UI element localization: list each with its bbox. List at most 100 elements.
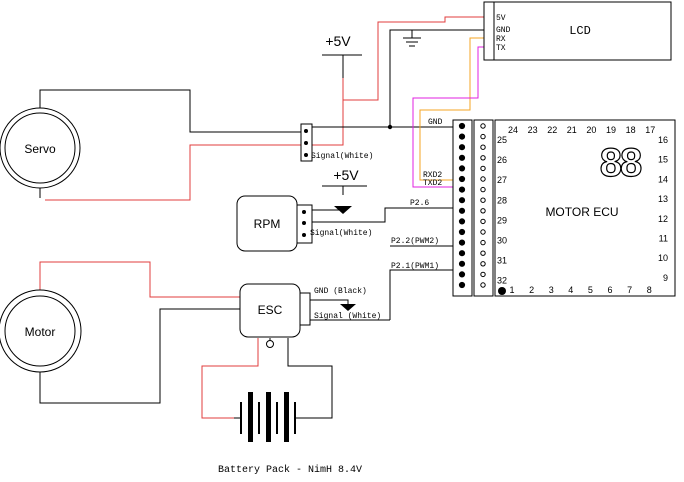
esc-connector xyxy=(299,292,311,326)
servo-power-wire xyxy=(45,144,302,201)
net-p26-label: P2.6 xyxy=(410,199,429,208)
header-pin xyxy=(480,165,486,172)
ecu-left-pin-label: 28 xyxy=(497,195,507,205)
header-pin xyxy=(458,144,466,151)
header-pin xyxy=(480,250,486,256)
battery-cell-long-1 xyxy=(240,402,242,434)
header-pin xyxy=(480,261,486,267)
net-gnd-label: GND xyxy=(428,118,443,127)
ecu-board xyxy=(494,119,676,297)
battery-label: Battery Pack - NimH 8.4V xyxy=(218,464,362,476)
ecu-top-pin-label: 18 xyxy=(626,125,636,135)
servo-connector: Signal(White) xyxy=(300,123,373,162)
ecu-bottom-pin-label: 1 xyxy=(509,285,514,295)
ecu-bottom-pin-label: 5 xyxy=(588,285,593,295)
net-p21-label: P2.1(PWM1) xyxy=(391,262,439,271)
esc: ESC GND (Black) Signal (White) xyxy=(239,283,381,348)
ecu-bottom-pin-label: 4 xyxy=(568,285,573,295)
rpm-ground-icon xyxy=(334,206,352,214)
header-pin xyxy=(480,123,486,129)
ecu-bottom-pin-label: 7 xyxy=(627,285,632,295)
net-rxd2-label: RXD2 xyxy=(423,171,442,180)
header-pin xyxy=(480,176,486,182)
ecu-top-pin-label: 24 xyxy=(508,125,518,135)
plus5v-top-label: +5V xyxy=(325,33,351,49)
header-pin xyxy=(480,218,486,225)
lcd-title: LCD xyxy=(569,24,591,38)
ecu-right-pin-label: 10 xyxy=(658,253,668,263)
ecu-left-pin-label: 25 xyxy=(497,135,507,145)
lcd-pin-header xyxy=(483,1,495,61)
ecu-right-pin-label: 13 xyxy=(658,194,668,204)
ecu-header-pins xyxy=(458,122,486,289)
tx-wire xyxy=(412,46,484,188)
battery-cell-long-2 xyxy=(258,402,260,434)
battery-cell-short-2 xyxy=(266,392,271,442)
header-pin xyxy=(480,144,486,150)
ecu-bottom-pin-label: 6 xyxy=(607,285,612,295)
header-pin xyxy=(458,271,466,278)
header-pin xyxy=(458,281,466,289)
net-p22-label: P2.2(PWM2) xyxy=(391,237,439,246)
lcd-box xyxy=(483,1,672,61)
ecu-pin1-marker xyxy=(498,287,506,295)
battery-cell-short-3 xyxy=(284,392,289,442)
gnd-junction-dot xyxy=(387,124,393,130)
ecu-left-pin-label: 26 xyxy=(497,155,507,165)
esc-gnd-wire xyxy=(310,299,349,304)
header-pin xyxy=(480,133,486,140)
header-pin xyxy=(480,197,486,203)
header-pin xyxy=(480,155,486,161)
rx-wire xyxy=(419,37,484,181)
ecu-bottom-pin-label: 3 xyxy=(549,285,554,295)
rpm-signal-wire xyxy=(312,207,460,223)
header-pin xyxy=(458,207,466,214)
ecu-left-pin-label: 32 xyxy=(497,276,507,286)
servo-label: Servo xyxy=(24,142,56,156)
ecu-top-pin-label: 23 xyxy=(528,125,538,135)
lcd-ground-icon xyxy=(403,37,421,47)
lcd-pin-rx: RX xyxy=(496,35,506,44)
ecu-top-pin-label: 21 xyxy=(567,125,577,135)
lcd-module: LCD 5V GND RX TX xyxy=(483,1,672,61)
rpm-plus5v: +5V xyxy=(322,167,367,187)
servo-signal-label: Signal(White) xyxy=(311,152,373,161)
motor-inner-circle xyxy=(4,295,76,367)
lcd-pin-gnd: GND xyxy=(496,26,511,35)
ecu-top-pin-label: 20 xyxy=(586,125,596,135)
ecu-right-pin-label: 12 xyxy=(658,214,668,224)
header-pin xyxy=(458,228,466,236)
esc-label: ESC xyxy=(258,303,283,317)
battery-minus-wire xyxy=(287,338,333,419)
ecu-bottom-pin-label: 8 xyxy=(647,285,652,295)
plus5v-servo-wire xyxy=(312,78,344,146)
header-pin xyxy=(458,154,466,161)
net-txd2-label: TXD2 xyxy=(423,179,442,188)
battery-cell-long-3 xyxy=(276,402,278,434)
battery-pack xyxy=(234,392,304,442)
motor-lead-b-wire xyxy=(39,308,240,404)
header-pin xyxy=(480,208,486,214)
motor-lead-a-wire xyxy=(39,261,240,298)
ecu-left-pin-label: 30 xyxy=(497,236,507,246)
ecu-title: MOTOR ECU xyxy=(545,205,618,219)
motor-label: Motor xyxy=(25,325,56,339)
header-pin xyxy=(458,197,466,204)
header-pin xyxy=(458,165,466,172)
battery-cell-short-1 xyxy=(248,392,253,442)
lcd-gnd-wire xyxy=(389,29,484,127)
header-pin xyxy=(480,239,486,246)
ecu-bottom-pin-label: 2 xyxy=(529,285,534,295)
ecu-right-pin-label: 11 xyxy=(659,234,668,244)
esc-switch-icon xyxy=(266,340,274,348)
battery-cell-long-4 xyxy=(294,402,296,434)
servo-inner-circle xyxy=(4,112,76,184)
ecu-right-pin-label: 9 xyxy=(663,273,668,283)
header-pin xyxy=(480,282,486,288)
wires xyxy=(39,16,484,419)
ecu-top-pin-label: 19 xyxy=(606,125,616,135)
esc-gnd-label: GND (Black) xyxy=(314,287,367,296)
plus5v-top: +5V xyxy=(322,33,362,78)
